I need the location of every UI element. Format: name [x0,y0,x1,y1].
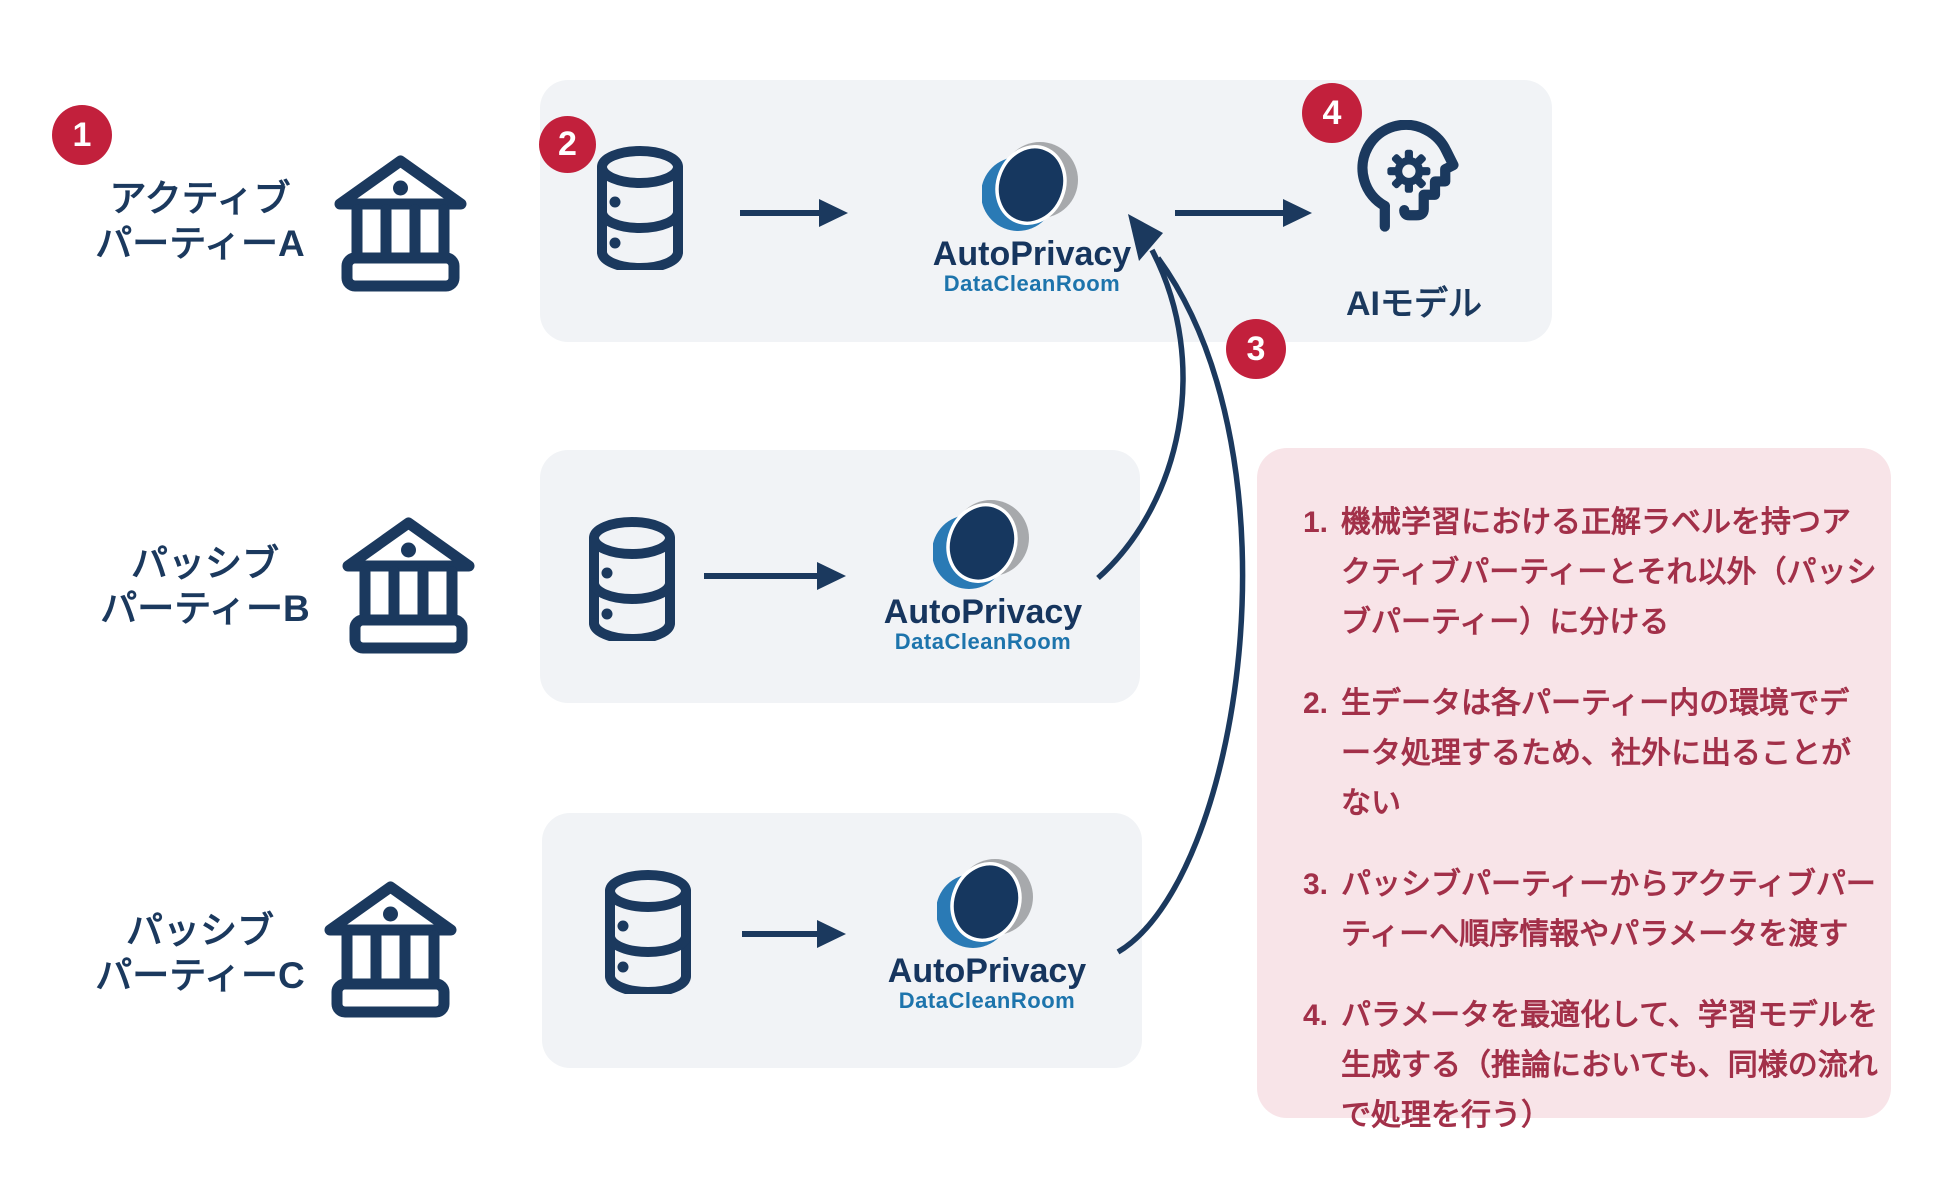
database-icon [589,517,675,641]
bank-icon [342,517,475,654]
party-name-line1: パッシブ [131,543,279,584]
bank-icon [324,881,457,1018]
database-icon [605,870,691,994]
note-item-1: 1. 機械学習における正解ラベルを持つアクティブパーティーとそれ以外（パッシブパ… [1303,498,1879,648]
autoprivacy-logo-icon [982,142,1078,231]
passive-party-b-label: パッシブ パーティーB [55,541,355,631]
note-text: 機械学習における正解ラベルを持つアクティブパーティーとそれ以外（パッシブパーティ… [1341,506,1877,639]
ai-model-label: AIモデル [1346,285,1482,323]
note-text: 生データは各パーティー内の環境でデータ処理するため、社外に出ることがない [1341,687,1851,820]
process-notes-list: 1. 機械学習における正解ラベルを持つアクティブパーティーとそれ以外（パッシブパ… [1303,498,1879,1141]
clean-room-c: AutoPrivacy DataCleanRoom [867,855,1107,1013]
step-4-badge: 4 [1302,83,1362,143]
step-3-badge: 3 [1226,319,1286,379]
autoprivacy-brand-text: AutoPrivacy [932,235,1132,273]
bank-icon [334,155,467,292]
datacleanroom-product-text: DataCleanRoom [943,271,1121,296]
party-name-line1: アクティブ [109,178,291,219]
ai-model-block: AIモデル [1304,120,1524,325]
step-1-badge: 1 [52,105,112,165]
note-number: 1. [1303,506,1329,539]
party-name-line2: パーティーA [95,223,305,264]
autoprivacy-logo-icon [937,859,1033,948]
note-number: 4. [1303,999,1329,1032]
party-name-line2: パーティーB [100,588,310,629]
active-party-a-label: アクティブ パーティーA [50,176,350,266]
note-item-4: 4. パラメータを最適化して、学習モデルを生成する（推論においても、同様の流れで… [1303,991,1879,1141]
autoprivacy-logo-icon [933,500,1029,589]
note-text: パラメータを最適化して、学習モデルを生成する（推論においても、同様の流れで処理を… [1341,999,1878,1132]
clean-room-a: AutoPrivacy DataCleanRoom [912,138,1152,296]
note-item-2: 2. 生データは各パーティー内の環境でデータ処理するため、社外に出ることがない [1303,679,1879,829]
autoprivacy-brand-text: AutoPrivacy [883,593,1083,631]
step-2-badge: 2 [539,116,596,173]
datacleanroom-product-text: DataCleanRoom [898,988,1076,1013]
clean-room-b: AutoPrivacy DataCleanRoom [863,496,1103,654]
party-name-line1: パッシブ [126,910,274,951]
note-number: 3. [1303,868,1329,901]
database-icon [597,146,683,270]
datacleanroom-product-text: DataCleanRoom [894,629,1072,654]
passive-party-c-label: パッシブ パーティーC [50,908,350,998]
ai-head-gear-icon [1357,120,1459,232]
note-text: パッシブパーティーからアクティブパーティーへ順序情報やパラメータを渡す [1341,868,1876,951]
note-number: 2. [1303,687,1329,720]
autoprivacy-brand-text: AutoPrivacy [887,952,1087,990]
process-notes-panel: 1. 機械学習における正解ラベルを持つアクティブパーティーとそれ以外（パッシブパ… [1257,448,1891,1132]
note-item-3: 3. パッシブパーティーからアクティブパーティーへ順序情報やパラメータを渡す [1303,860,1879,960]
party-name-line2: パーティーC [95,955,305,996]
